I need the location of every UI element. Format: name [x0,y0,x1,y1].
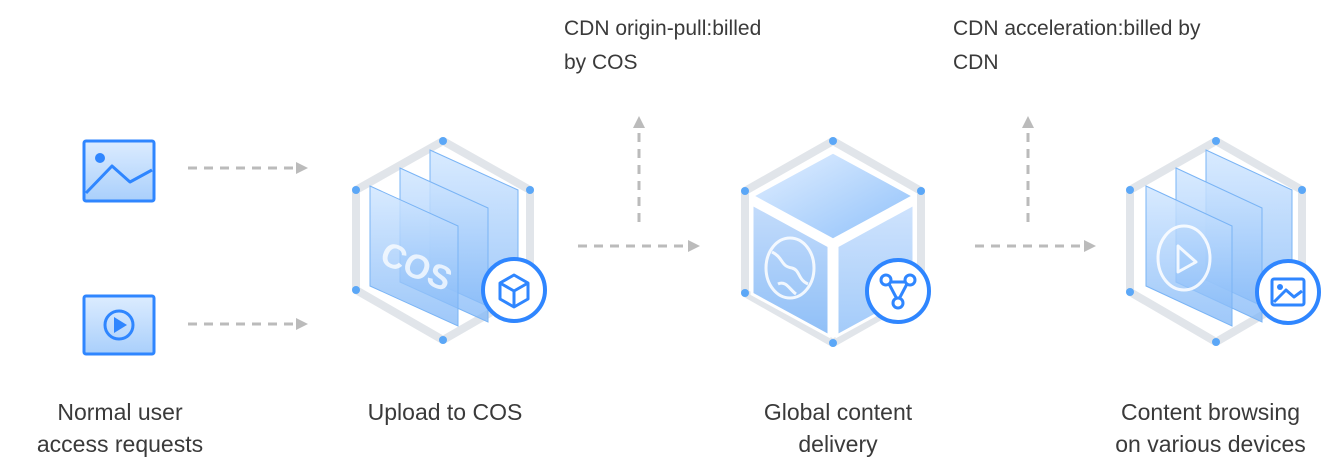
acceleration-note-line1: CDN acceleration:billed by [953,17,1201,40]
play-icon [1156,224,1212,292]
user-image-request-icon [82,139,156,203]
origin-pull-note-line2: by COS [564,51,638,74]
network-nodes-icon [865,258,931,324]
stage-label-user-requests: Normal user access requests [0,396,240,460]
stage-label-line: Normal user [57,399,183,425]
stage-label-line: delivery [798,431,878,457]
stage-label-global-delivery: Global content delivery [718,396,958,460]
stage-label-line: Global content [763,399,913,425]
arrow-upload-to-global [578,240,700,252]
stage-label-line: Content browsing [1121,399,1300,425]
arrow-origin-pull-up [633,116,645,222]
stage-label-line: on various devices [1115,431,1306,457]
image-icon [1255,259,1321,325]
arrow-global-to-content [975,240,1096,252]
stage-label-line: Upload to COS [367,399,523,425]
arrow-users-top-to-upload [188,162,308,174]
stage-label-upload: Upload to COS [325,396,565,428]
stage-label-content-browsing: Content browsing on various devices [1085,396,1336,460]
user-video-request-icon [82,294,156,356]
origin-pull-note-line1: CDN origin-pull:billed [564,17,762,40]
stage-label-line: access requests [36,431,204,457]
arrow-users-bottom-to-upload [188,318,308,330]
cube-icon [481,257,547,323]
origin-pull-billing-note: CDN origin-pull:billed by COS [564,12,864,80]
arrow-acceleration-up [1022,116,1034,222]
acceleration-billing-note: CDN acceleration:billed by CDN [953,12,1293,80]
acceleration-note-line2: CDN [953,51,999,74]
globe-icon [764,236,816,300]
